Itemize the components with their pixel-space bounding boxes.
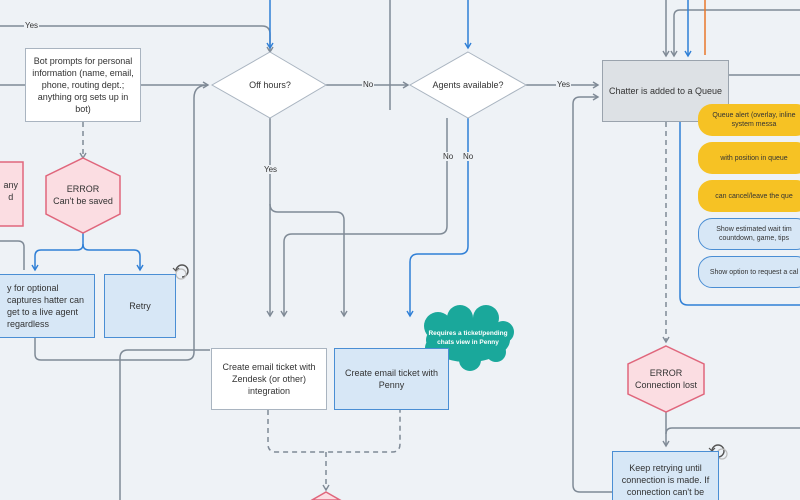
edge-left-loop-bottom — [119, 349, 210, 500]
error-cant-save-text: ERROR Can't be saved — [46, 180, 120, 210]
keep-retrying-text: Keep retrying until connection is made. … — [621, 463, 710, 497]
left-partial-red-shape — [0, 161, 24, 227]
decision-agents-shape — [408, 51, 528, 119]
off-hours-text: Off hours? — [222, 78, 318, 92]
error-cant-save-shape — [45, 157, 121, 234]
error-connection-subtitle: Connection lost — [634, 380, 698, 390]
error-connection-title: ERROR — [649, 368, 683, 378]
edge-retry-back-queue — [572, 93, 612, 493]
cloud-note-label: Requires a ticket/pending chats view in … — [428, 330, 508, 346]
optional-captures-box: y for optional captures hatter can get t… — [0, 274, 95, 338]
email-ticket-penny-box: Create email ticket with Penny — [334, 348, 449, 410]
email-ticket-zendesk-box: Create email ticket with Zendesk (or oth… — [211, 348, 327, 410]
error-connection-text: ERROR Connection lost — [628, 364, 704, 394]
decision-off-hours-shape — [210, 51, 327, 119]
error-cant-save-subtitle: Can't be saved — [53, 196, 113, 206]
agents-available-label: Agents available? — [432, 80, 504, 90]
edge-queue-top-2 — [670, 9, 800, 58]
error-bottom-partial-shape — [310, 491, 342, 500]
left-partial-red-text: any d — [0, 176, 18, 206]
queue-item-request-call-text: Show option to request a cal — [709, 268, 799, 276]
edge-left-gray-241 — [0, 240, 25, 270]
optional-captures-text: y for optional captures hatter can get t… — [7, 283, 85, 329]
edge-agents-no-zendesk — [280, 118, 448, 318]
agents-available-text: Agents available? — [420, 78, 516, 92]
queue-item-position-text: with position in queue — [720, 154, 788, 162]
keep-retrying-box: Keep retrying until connection is made. … — [612, 451, 719, 500]
edge-label-no-agents-2: No — [462, 152, 475, 161]
queue-item-alert: Queue alert (overlay, inline system mess… — [698, 104, 800, 136]
bot-prompts-box: Bot prompts for personal information (na… — [25, 48, 141, 122]
queue-item-request-call: Show option to request a cal — [698, 256, 800, 288]
edge-label-yes-agents: Yes — [556, 80, 572, 89]
queue-item-wait-time-text: Show estimated wait tim countdown, game,… — [716, 226, 792, 242]
left-partial-red-label: any d — [3, 180, 18, 202]
cloud-note-text: Requires a ticket/pending chats view in … — [428, 318, 508, 358]
email-ticket-penny-text: Create email ticket with Penny — [344, 368, 439, 390]
edge-error-retry — [82, 243, 144, 272]
edge-blue-loop-queue — [676, 64, 800, 306]
edge-label-no-agents-1: No — [442, 152, 455, 161]
queue-item-position: with position in queue — [698, 142, 800, 174]
chatter-queue-text: Chatter is added to a Queue — [608, 86, 723, 96]
edge-agents-no-penny — [406, 118, 469, 318]
edge-label-yes-offhours-down: Yes — [263, 165, 279, 174]
queue-item-cancel: can cancel/leave the que — [698, 180, 800, 212]
retry-text: Retry — [129, 301, 151, 311]
edge-dashed-tickets-merge — [267, 410, 401, 453]
edge-right-into-retry — [665, 427, 800, 435]
off-hours-label: Off hours? — [249, 80, 291, 90]
edge-label-no-offhours: No — [362, 80, 375, 89]
edge-error-optional — [31, 233, 84, 272]
edge-optional-return — [34, 84, 209, 361]
edge-label-yes-top: Yes — [24, 21, 40, 30]
retry-box: Retry — [104, 274, 176, 338]
error-cant-save-title: ERROR — [66, 184, 100, 194]
retry-refresh-icon — [172, 264, 189, 280]
bot-prompts-text: Bot prompts for personal information (na… — [32, 56, 134, 114]
email-ticket-zendesk-text: Create email ticket with Zendesk (or oth… — [222, 362, 316, 396]
queue-item-cancel-text: can cancel/leave the que — [715, 192, 793, 200]
queue-item-wait-time: Show estimated wait tim countdown, game,… — [698, 218, 800, 250]
error-connection-shape — [627, 345, 705, 413]
queue-item-alert-text: Queue alert (overlay, inline system mess… — [712, 112, 796, 128]
edge-offhours-yes-penny — [269, 203, 348, 318]
